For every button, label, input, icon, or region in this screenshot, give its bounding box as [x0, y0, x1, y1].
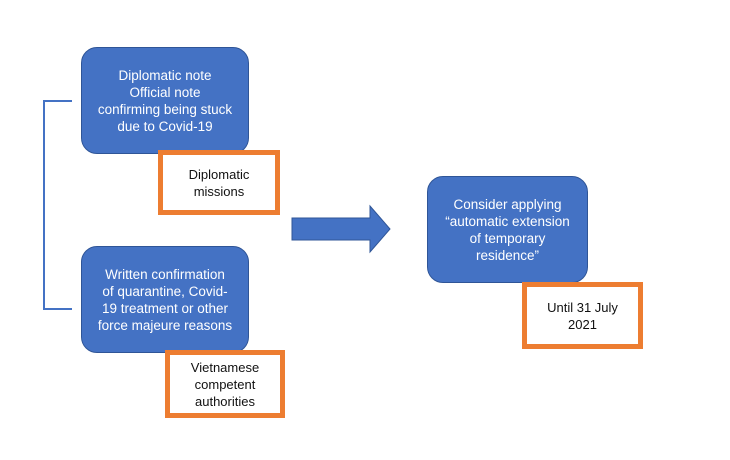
grouping-bracket: [43, 100, 72, 310]
deadline-line-1: Until 31 July: [547, 299, 618, 315]
vietnamese-authorities-line-2: competent: [194, 376, 256, 392]
vietnamese-authorities-line-1: Vietnamese: [190, 359, 260, 375]
diplomatic-missions-line-2: missions: [193, 183, 245, 199]
deadline-line-2: 2021: [568, 316, 597, 332]
written-confirmation-line-2: of quarantine, Covid-: [102, 283, 228, 299]
diplomatic-missions-box: Diplomatic missions: [158, 150, 280, 215]
diplomatic-note-line-4: due to Covid-19: [117, 118, 213, 134]
written-confirmation-box: Written confirmation of quarantine, Covi…: [81, 246, 249, 353]
diplomatic-note-line-3: confirming being stuck: [97, 101, 233, 117]
consider-applying-box: Consider applying “automatic extension o…: [427, 176, 588, 283]
consider-applying-line-1: Consider applying: [453, 196, 562, 212]
consider-applying-line-4: residence”: [475, 247, 540, 263]
written-confirmation-line-4: force majeure reasons: [97, 317, 233, 333]
vietnamese-authorities-box: Vietnamese competent authorities: [165, 350, 285, 418]
flow-arrow: [291, 204, 391, 254]
consider-applying-line-3: of temporary: [469, 230, 546, 246]
diplomatic-missions-line-1: Diplomatic: [188, 166, 250, 182]
diplomatic-note-line-1: Diplomatic note: [118, 67, 212, 83]
written-confirmation-line-3: 19 treatment or other: [101, 300, 229, 316]
written-confirmation-line-1: Written confirmation: [105, 266, 225, 282]
vietnamese-authorities-line-3: authorities: [195, 393, 255, 409]
consider-applying-line-2: “automatic extension: [445, 213, 570, 229]
deadline-box: Until 31 July 2021: [522, 282, 643, 349]
diplomatic-note-line-2: Official note: [129, 84, 201, 100]
diplomatic-note-box: Diplomatic note Official note confirming…: [81, 47, 249, 154]
